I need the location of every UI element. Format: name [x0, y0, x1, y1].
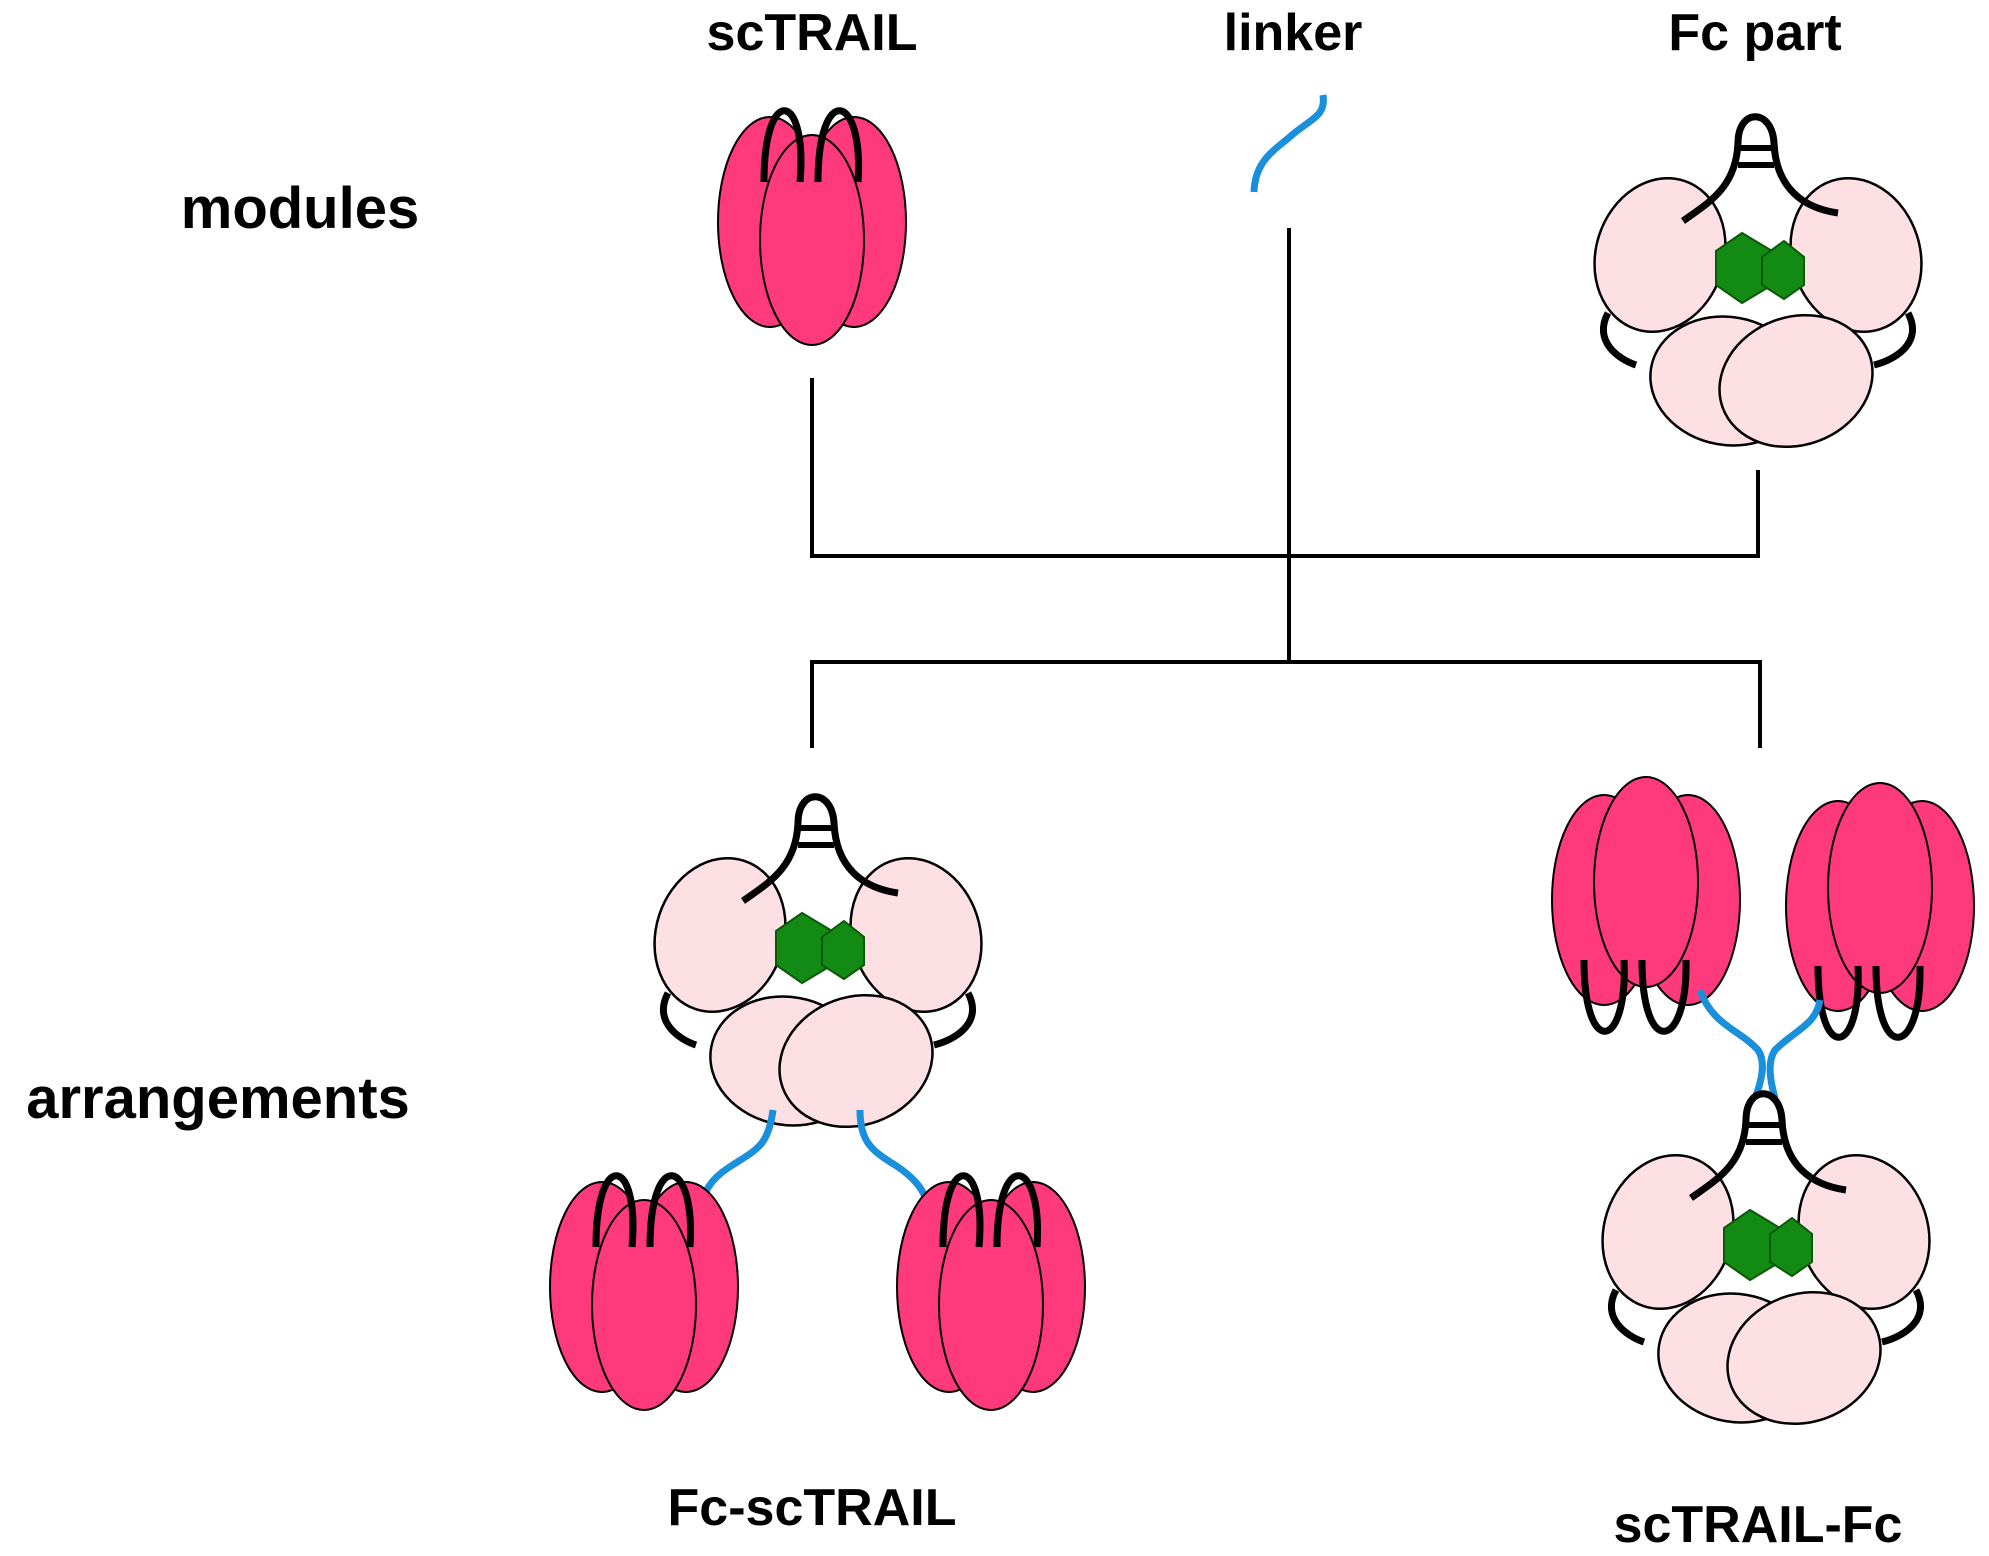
module-label-sctrail: scTRAIL [707, 4, 918, 62]
arrangement-label-fc-sctrail: Fc-scTRAIL [668, 1479, 957, 1537]
module-label-fc-part: Fc part [1668, 4, 1841, 62]
module-label-linker: linker [1224, 4, 1363, 62]
connector-lines [810, 228, 1762, 748]
sctrail-fc-arrangement [1552, 777, 1974, 1445]
sctrail-fc-trail-right [1786, 783, 1974, 1037]
sctrail-fc-trail-left [1552, 777, 1740, 1031]
sctrail-fc-fc-part [1583, 1094, 1949, 1445]
sctrail-module [718, 111, 906, 345]
sctrail-fc-linker-right [1766, 999, 1824, 1099]
fc-sctrail-trail-right [897, 1176, 1085, 1410]
sctrail-fc-linker-left [1696, 988, 1766, 1100]
fc-sctrail-fc-part [635, 797, 1001, 1148]
fc-sctrail-linker-right [856, 1109, 932, 1207]
fc-sctrail-trail-left [550, 1176, 738, 1410]
fc-part-module [1575, 117, 1941, 468]
arrangement-label-sctrail-fc: scTRAIL-Fc [1614, 1496, 1903, 1554]
row-label-modules: modules [181, 176, 420, 241]
fc-sctrail-arrangement [550, 797, 1085, 1410]
fc-sctrail-linker-left [698, 1109, 777, 1206]
linker-module [1250, 94, 1327, 193]
row-label-arrangements: arrangements [26, 1066, 410, 1131]
